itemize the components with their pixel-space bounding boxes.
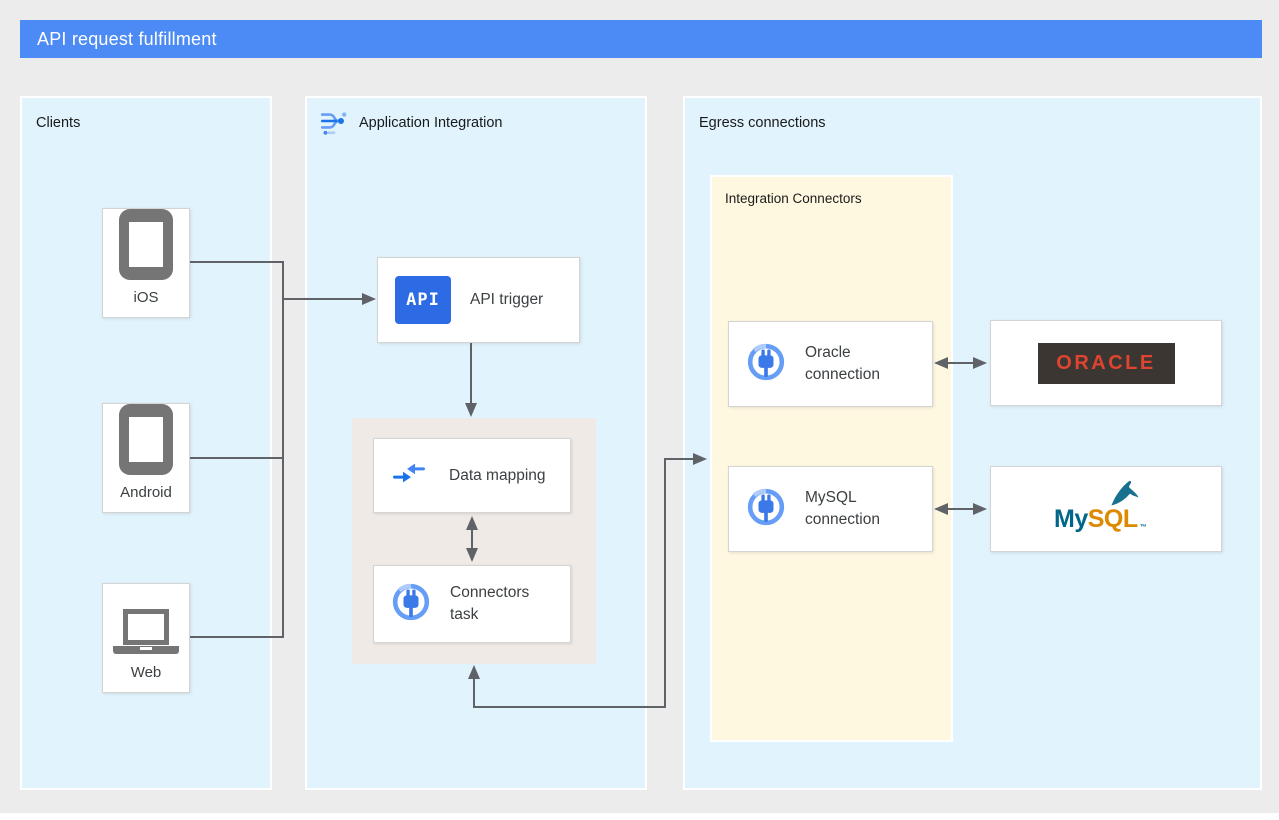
application-integration-icon [319, 106, 349, 140]
client-card-ios: iOS [102, 208, 190, 318]
mysql-logo-tm: ™ [1139, 524, 1147, 531]
group-integration-connectors-title: Integration Connectors [725, 191, 862, 206]
zone-egress-title: Egress connections [699, 115, 826, 131]
client-card-android: Android [102, 403, 190, 513]
api-trigger-icon: API [395, 276, 451, 324]
connectors-icon [746, 342, 786, 387]
group-integration-connectors: Integration Connectors [710, 175, 953, 742]
mysql-dolphin-icon [1108, 478, 1142, 513]
mysql-logo-my: My [1054, 505, 1088, 533]
node-oracle-connection: Oracle connection [728, 321, 933, 407]
node-connectors-task-label: Connectors task [450, 584, 530, 623]
client-label: Android [120, 484, 172, 501]
diagram-title-bar: API request fulfillment [20, 20, 1262, 58]
bottom-strip [0, 813, 1279, 820]
connectors-icon [391, 582, 431, 627]
client-label: Web [130, 664, 162, 681]
data-mapping-icon [391, 460, 427, 491]
mysql-logo: My SQL ™ [1046, 480, 1166, 538]
node-connectors-task: Connectors task [373, 565, 571, 643]
target-card-oracle: ORACLE [990, 320, 1222, 406]
node-api-trigger-label: API trigger [470, 291, 544, 309]
zone-application-integration-title: Application Integration [359, 115, 503, 131]
client-card-web: Web [102, 583, 190, 693]
laptop-icon [113, 607, 179, 655]
oracle-logo: ORACLE [1037, 342, 1175, 384]
diagram-title: API request fulfillment [37, 28, 217, 49]
phone-icon [119, 404, 173, 475]
node-oracle-connection-label: Oracle connection [805, 344, 880, 383]
node-api-trigger: API API trigger [377, 257, 580, 343]
node-mysql-connection: MySQL connection [728, 466, 933, 552]
node-data-mapping: Data mapping [373, 438, 571, 513]
mysql-logo-sql: SQL [1087, 505, 1138, 533]
zone-clients-title: Clients [36, 115, 81, 131]
phone-icon [119, 209, 173, 280]
node-data-mapping-label: Data mapping [449, 466, 546, 484]
node-mysql-connection-label: MySQL connection [805, 489, 880, 528]
connectors-icon [746, 487, 786, 532]
client-label: iOS [133, 289, 159, 306]
target-card-mysql: My SQL ™ [990, 466, 1222, 552]
